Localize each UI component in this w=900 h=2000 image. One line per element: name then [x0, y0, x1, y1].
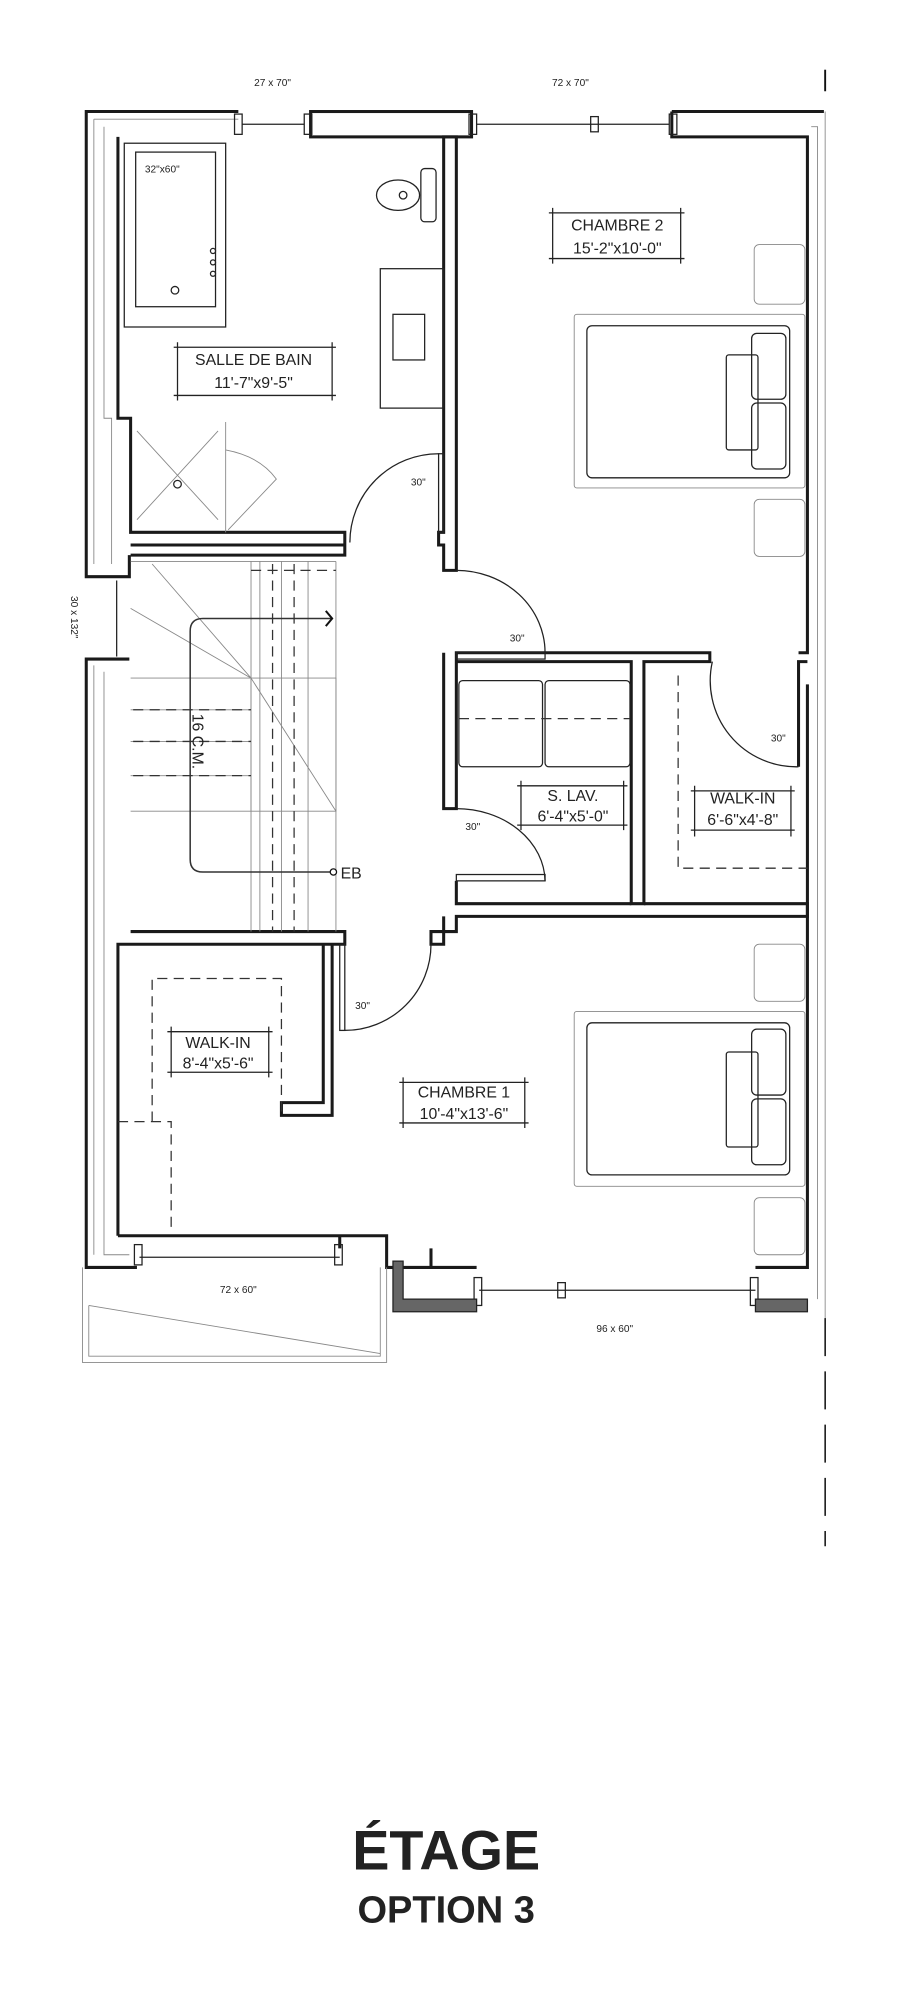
walkin1-shelf	[117, 977, 283, 1232]
bedroom1-label: CHAMBRE 1 10'-4"x13'-6"	[399, 1077, 529, 1129]
window-label-bottom-left: 72 x 60"	[220, 1285, 257, 1296]
bath-label: SALLE DE BAIN 11'-7"x9'-5"	[173, 342, 336, 401]
walkin2-shelf	[677, 675, 808, 869]
plan-title: ÉTAGE	[352, 1819, 540, 1881]
walkin2-name: WALK-IN	[710, 791, 775, 808]
laundry-name: S. LAV.	[547, 788, 598, 805]
window-label-left: 30 x 132"	[68, 596, 79, 639]
toilet	[375, 167, 437, 223]
bathroom-size: 11'-7"x9'-5"	[214, 375, 293, 392]
walkin2-door-label: 30"	[771, 733, 786, 744]
stairs-label: 16 C.M.	[189, 714, 206, 769]
bedroom2-size: 15'-2"x10'-0"	[573, 240, 662, 257]
window-label-top-right: 72 x 70"	[552, 78, 589, 89]
bath-door-swing[interactable]	[349, 453, 439, 543]
staircase: 16 C.M. EB	[130, 561, 362, 932]
bathtub: 32"x60"	[123, 142, 227, 328]
bedroom2-door-swing[interactable]	[456, 569, 546, 653]
bathroom-name: SALLE DE BAIN	[195, 352, 312, 369]
vanity	[379, 268, 445, 409]
bedroom1-door-label: 30"	[355, 1001, 370, 1012]
laundry-label: S. LAV. 6'-4"x5'-0"	[517, 780, 628, 831]
bath-door-label: 30"	[411, 477, 426, 488]
laundry-door-swing[interactable]	[456, 807, 546, 881]
walkin1-name: WALK-IN	[185, 1035, 250, 1052]
window-label-top-left: 27 x 70"	[254, 78, 291, 89]
walkin2-door-swing[interactable]	[709, 661, 799, 768]
plan-subtitle: OPTION 3	[357, 1890, 534, 1932]
bed-bedroom2	[573, 244, 806, 557]
bedroom2-name: CHAMBRE 2	[571, 218, 663, 235]
tub-size-label: 32"x60"	[145, 164, 180, 175]
walkin2-label: WALK-IN 6'-6"x4'-8"	[690, 785, 795, 837]
laundry-size: 6'-4"x5'-0"	[537, 808, 608, 825]
walkin1-size: 8'-4"x5'-6"	[183, 1055, 254, 1072]
window-label-bottom-right: 96 x 60"	[596, 1324, 633, 1335]
balcony	[82, 1267, 388, 1363]
shower	[136, 422, 277, 533]
bed-bedroom1	[573, 943, 806, 1256]
walkin1-label: WALK-IN 8'-4"x5'-6"	[167, 1026, 273, 1078]
bedroom1-door-swing[interactable]	[344, 944, 432, 1032]
stairs-end-label: EB	[341, 865, 362, 882]
walkin2-size: 6'-6"x4'-8"	[707, 812, 778, 829]
bedroom1-size: 10'-4"x13'-6"	[420, 1106, 509, 1123]
exterior-walls	[84, 110, 824, 1313]
bedroom2-door-label: 30"	[510, 633, 525, 644]
bedroom2-label: CHAMBRE 2 15'-2"x10'-0"	[548, 207, 685, 264]
laundry-door-label: 30"	[465, 822, 480, 833]
bedroom1-name: CHAMBRE 1	[418, 1085, 511, 1102]
washer-dryer	[458, 679, 631, 768]
